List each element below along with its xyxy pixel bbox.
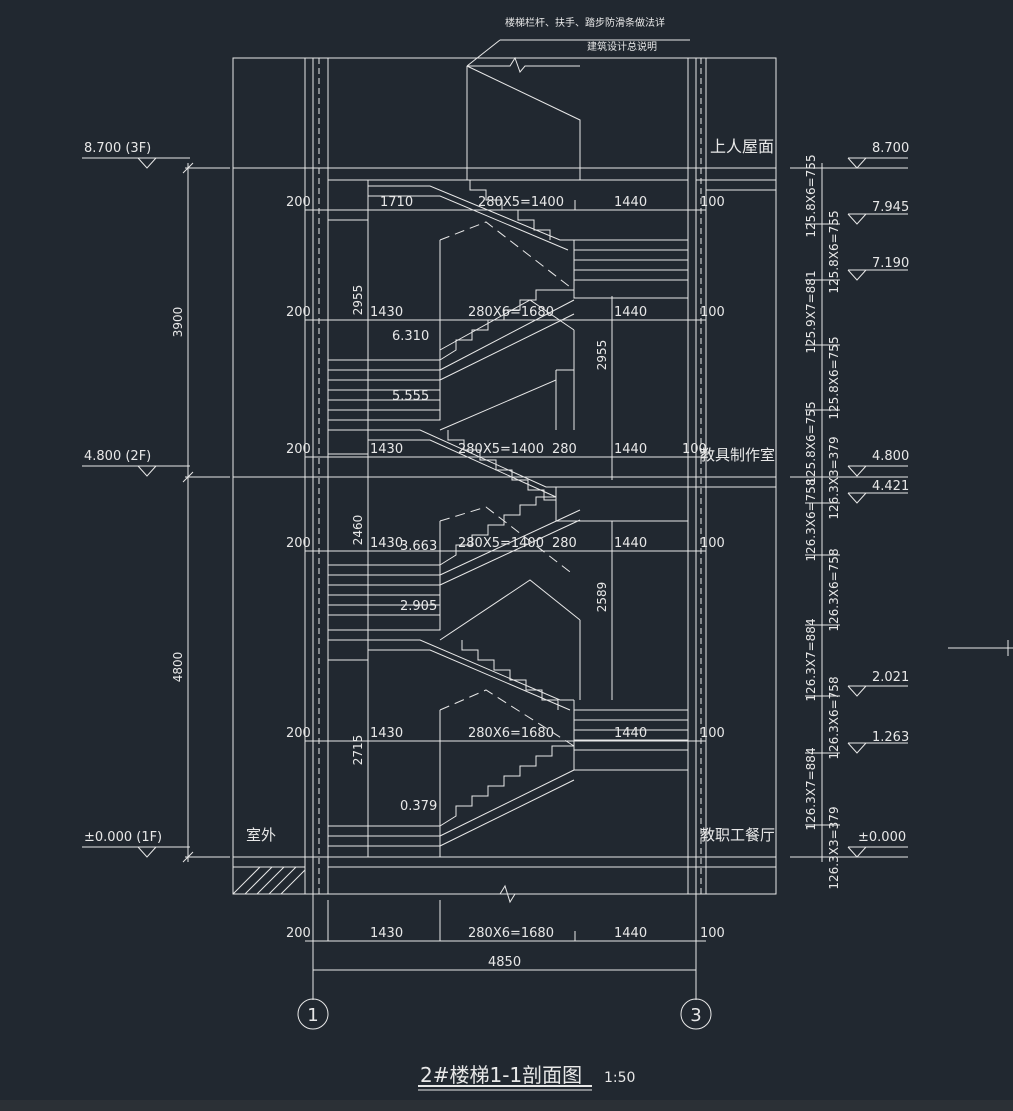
row6-dim-d: 1440 [614, 926, 647, 941]
title-underline [418, 1085, 592, 1091]
total-width-dim: 4850 [488, 955, 521, 970]
step-dim-1: 125.8X6=755 [804, 154, 818, 237]
row6-dim-a: 200 [286, 926, 311, 941]
stair-flights [368, 180, 581, 847]
row1-dim-a: 200 [286, 195, 311, 210]
row3-dim-a: 200 [286, 442, 311, 457]
step-dim-11: 126.3X7=884 [804, 747, 818, 830]
room-second-floor: 教具制作室 [700, 446, 775, 464]
level-3f: 8.700 (3F) [84, 141, 151, 156]
left-landings [327, 179, 441, 858]
row3-dim-c: 280X5=1400 [458, 442, 544, 457]
hidden-lines [439, 221, 581, 826]
crosshair [948, 640, 1013, 656]
row5-dim-c: 280X6=1680 [468, 726, 554, 741]
row2-dim-d: 1440 [614, 305, 647, 320]
axis-bubbles [297, 998, 712, 1030]
row2-dim-c: 280X6=1680 [468, 305, 554, 320]
row4-dim-d: 1440 [614, 536, 647, 551]
inner-level-b: 5.555 [392, 389, 429, 404]
inner-vdim-c: 2460 [351, 515, 365, 546]
horizontal-dim-lines [305, 200, 706, 1000]
step-dim-5: 125.8X6=755 [804, 401, 818, 484]
inner-vdim-b: 2955 [595, 340, 609, 371]
level-right-2: 7.945 [872, 200, 909, 215]
step-dim-8: 126.3X6=758 [827, 548, 841, 631]
row6-dim-c: 280X6=1680 [468, 926, 554, 941]
row4-dim-c: 280X5=1400 [458, 536, 544, 551]
drawing-scale: 1:50 [604, 1070, 635, 1086]
row3-dim-f: 280 [552, 442, 577, 457]
level-right-5: 4.421 [872, 479, 909, 494]
step-dim-9: 126.3X7=884 [804, 618, 818, 701]
dim-height-lower: 4800 [171, 652, 185, 683]
level-2f: 4.800 (2F) [84, 449, 151, 464]
drawing-title: 2#楼梯1-1剖面图 [420, 1063, 582, 1087]
row4-dim-f: 280 [552, 536, 577, 551]
room-first-floor: 教职工餐厅 [700, 826, 775, 844]
note-line-2: 建筑设计总说明 [587, 40, 657, 53]
level-1f: ±0.000 (1F) [84, 830, 162, 845]
right-landings [555, 239, 776, 771]
level-right-3: 7.190 [872, 256, 909, 271]
inner-level-c: 3.663 [400, 539, 437, 554]
axis-label-left: 1 [307, 1005, 318, 1026]
roof-slab [328, 179, 776, 191]
dim-height-upper: 3900 [171, 307, 185, 338]
row4-dim-e: 100 [700, 536, 725, 551]
room-roof: 上人屋面 [710, 137, 774, 156]
row5-dim-d: 1440 [614, 726, 647, 741]
step-dim-10: 126.3X6=758 [827, 676, 841, 759]
inner-level-e: 0.379 [400, 799, 437, 814]
inner-level-a: 6.310 [392, 329, 429, 344]
row1-dim-c: 280X5=1400 [478, 195, 564, 210]
row1-dim-e: 100 [700, 195, 725, 210]
row2-dim-e: 100 [700, 305, 725, 320]
row3-dim-d: 1440 [614, 442, 647, 457]
inner-vertical-dim-lines [367, 186, 613, 857]
level-right-1: 8.700 [872, 141, 909, 156]
row3-dim-e: 100 [682, 442, 707, 457]
axis-label-right: 3 [690, 1005, 701, 1026]
step-dim-4: 125.8X6=755 [827, 336, 841, 419]
ground-hatch [232, 866, 776, 904]
row1-dim-d: 1440 [614, 195, 647, 210]
step-dim-6: 126.3X3=379 [827, 436, 841, 519]
row5-dim-e: 100 [700, 726, 725, 741]
inner-vdim-d: 2589 [595, 582, 609, 613]
level-right-6: 2.021 [872, 670, 909, 685]
level-right-7: 1.263 [872, 730, 909, 745]
row4-dim-b: 1430 [370, 536, 403, 551]
row2-dim-a: 200 [286, 305, 311, 320]
row2-dim-b: 1430 [370, 305, 403, 320]
step-dim-2: 125.8X6=755 [827, 210, 841, 293]
row3-dim-b: 1430 [370, 442, 403, 457]
step-dim-12: 126.3X3=379 [827, 806, 841, 889]
level-right-4: 4.800 [872, 449, 909, 464]
row1-dim-b: 1710 [380, 195, 413, 210]
row4-dim-a: 200 [286, 536, 311, 551]
row6-dim-b: 1430 [370, 926, 403, 941]
level-right-8: ±0.000 [858, 830, 906, 845]
row6-dim-e: 100 [700, 926, 725, 941]
left-landing-treads [328, 369, 440, 847]
right-wall [687, 58, 707, 894]
step-dim-3: 125.9X7=881 [804, 270, 818, 353]
inner-vdim-e: 2715 [351, 735, 365, 766]
inner-vdim-a: 2955 [351, 285, 365, 316]
step-dim-7: 126.3X6=758 [804, 478, 818, 561]
section-outline [232, 57, 777, 895]
note-line-1: 楼梯栏杆、扶手、踏步防滑条做法详 [505, 16, 665, 29]
window-bottom-strip [0, 1100, 1013, 1111]
right-level-markers [790, 157, 908, 862]
row5-dim-a: 200 [286, 726, 311, 741]
left-level-markers [82, 157, 230, 863]
roof-guardrail [466, 39, 690, 180]
row5-dim-b: 1430 [370, 726, 403, 741]
left-wall [304, 58, 329, 894]
inner-level-d: 2.905 [400, 599, 437, 614]
room-outside: 室外 [246, 826, 276, 844]
